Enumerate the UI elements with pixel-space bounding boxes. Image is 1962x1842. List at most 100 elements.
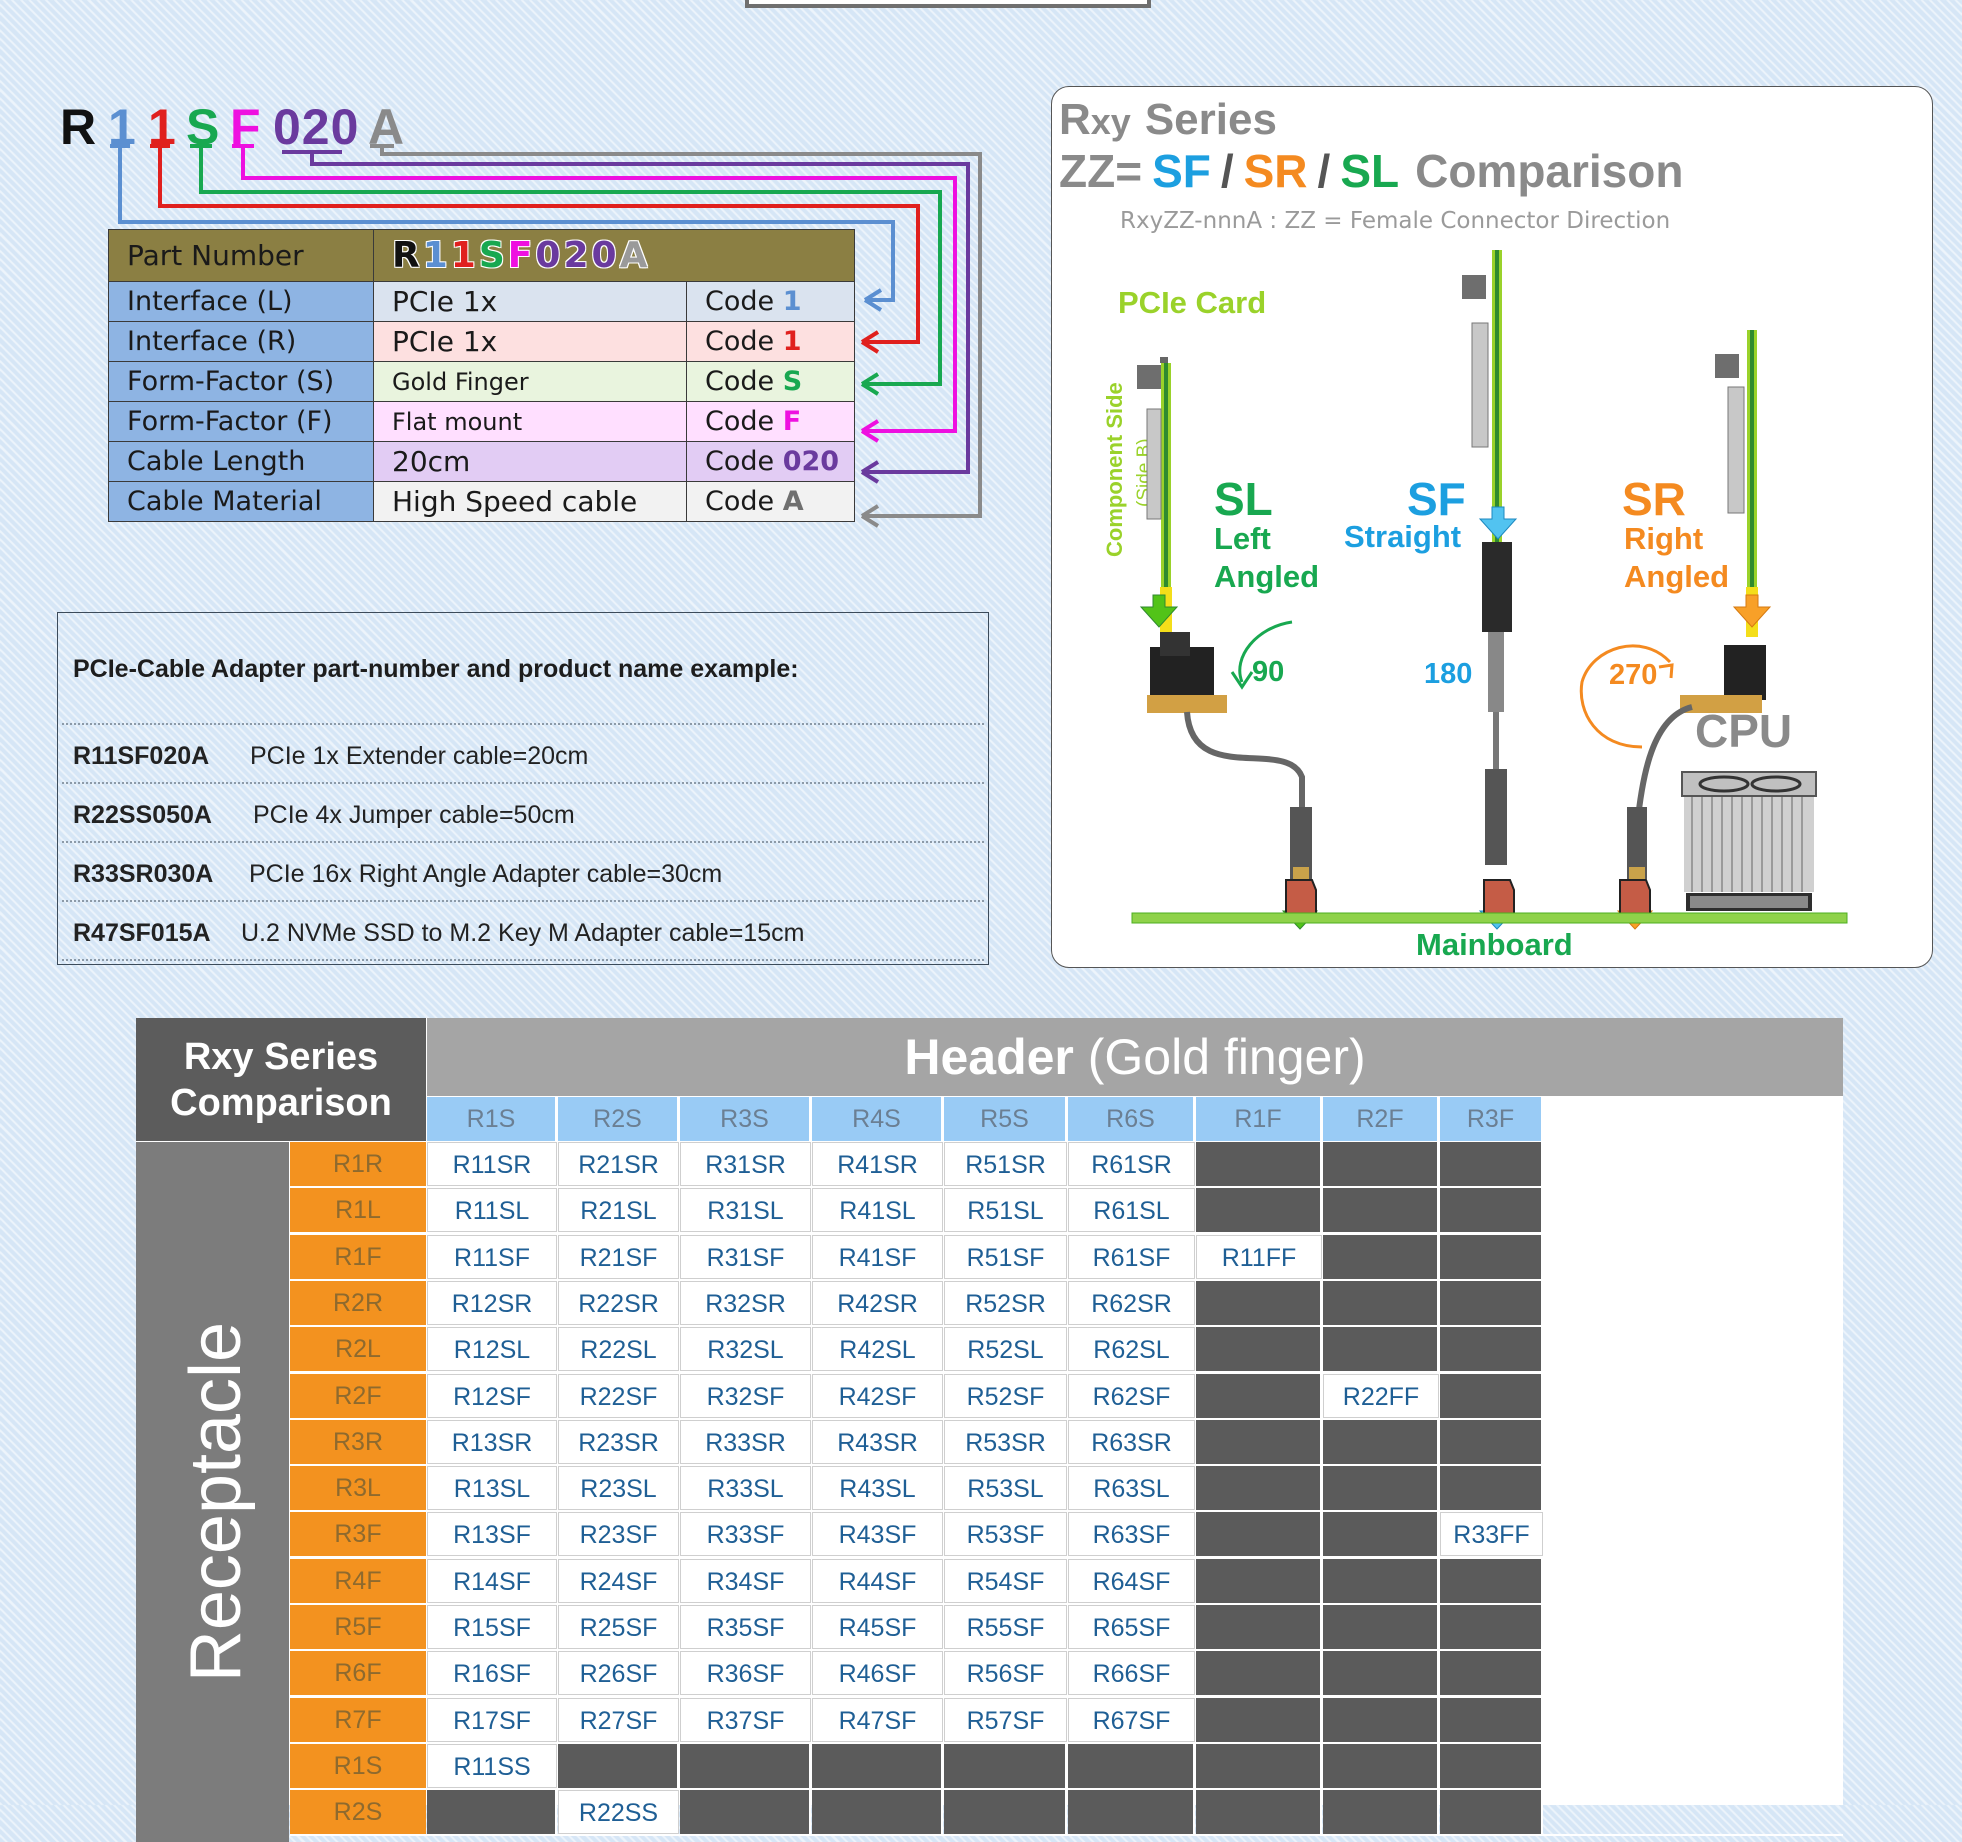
part-number-char: S: [478, 235, 508, 276]
table-header-row: Part Number R11SF020A: [108, 229, 855, 282]
model-cell: R61SF: [1068, 1234, 1195, 1279]
row-divider: [290, 1371, 1843, 1374]
empty-cell: [1323, 1512, 1439, 1557]
row-divider: [290, 1324, 1843, 1327]
empty-cell: [1323, 1743, 1439, 1788]
empty-cell: [558, 1743, 679, 1788]
empty-cell: [1440, 1466, 1543, 1511]
part-number-char: A: [619, 235, 651, 276]
empty-cell: [680, 1790, 811, 1835]
row-header: R7F: [290, 1697, 426, 1742]
column-header: R3F: [1440, 1097, 1543, 1141]
part-number-char: 1: [450, 235, 479, 276]
empty-cell: [1323, 1142, 1439, 1186]
table-row: Form-Factor (F) Flat mount Code F: [108, 401, 855, 442]
row-divider: [290, 1602, 1843, 1605]
model-cell: R57SF: [944, 1697, 1067, 1742]
sf-card: [1462, 250, 1518, 930]
example-part-number: R11SF020A: [73, 742, 210, 770]
empty-cell: [1323, 1790, 1439, 1835]
example-title: PCIe-Cable Adapter part-number and produ…: [73, 655, 799, 683]
model-cell: R41SR: [812, 1142, 943, 1186]
empty-cell: [1323, 1605, 1439, 1649]
example-row: R22SS050A PCIe 4x Jumper cable=50cm: [62, 782, 984, 842]
deg-180-label: 180: [1424, 658, 1472, 690]
model-cell: R12SL: [427, 1327, 557, 1372]
model-cell: R23SR: [558, 1419, 679, 1464]
row-header: R6F: [290, 1651, 426, 1696]
row-header: R3R: [290, 1419, 426, 1464]
model-cell: R43SR: [812, 1419, 943, 1464]
row-code: Code S: [686, 361, 855, 402]
model-cell: R32SL: [680, 1327, 811, 1372]
model-cell: R65SF: [1068, 1605, 1195, 1649]
code-prefix: Code: [705, 326, 775, 357]
code-value: A: [782, 486, 804, 517]
column-header: R3S: [680, 1097, 811, 1141]
part-number-value: R11SF020A: [373, 229, 855, 282]
model-cell: R44SF: [812, 1558, 943, 1603]
row-header: R2R: [290, 1280, 426, 1325]
title-r: R: [1059, 95, 1091, 144]
example-part-number: R33SR030A: [73, 860, 214, 888]
model-cell: R56SF: [944, 1651, 1067, 1696]
empty-cell: [1196, 1743, 1322, 1788]
empty-cell: [1440, 1327, 1543, 1372]
part-code-char: R: [60, 99, 98, 155]
row-code: Code F: [686, 401, 855, 442]
table-row: Interface (L) PCIe 1x Code 1: [108, 281, 855, 322]
row-header: R1F: [290, 1234, 426, 1279]
cpu-cooler: [1681, 771, 1817, 911]
part-number-label: Part Number: [108, 229, 374, 282]
model-cell: R27SF: [558, 1697, 679, 1742]
empty-cell: [1323, 1280, 1439, 1325]
empty-cell: [1440, 1605, 1543, 1649]
sr-arc: [1579, 644, 1672, 749]
model-cell: R43SL: [812, 1466, 943, 1511]
model-cell: R21SL: [558, 1188, 679, 1233]
sl-angled-label: Angled: [1214, 559, 1319, 594]
column-header: R1S: [427, 1097, 557, 1141]
sf-straight-label: Straight: [1344, 519, 1461, 554]
empty-cell: [1440, 1697, 1543, 1742]
empty-cell: [1440, 1142, 1543, 1186]
pcie-card-label: PCIe Card: [1118, 285, 1266, 320]
sf-code-label: SF: [1407, 473, 1466, 525]
row-code: Code 1: [686, 281, 855, 322]
model-cell: R13SF: [427, 1512, 557, 1557]
column-header: R5S: [944, 1097, 1067, 1141]
header-bold: Header: [904, 1029, 1074, 1085]
title-slash: /: [1221, 145, 1234, 197]
empty-cell: [1196, 1419, 1322, 1464]
model-cell: R53SL: [944, 1466, 1067, 1511]
code-value: S: [782, 366, 803, 397]
row-header: R1S: [290, 1743, 426, 1788]
row-divider: [290, 1278, 1843, 1281]
empty-cell: [1196, 1373, 1322, 1418]
cpu-label: CPU: [1695, 705, 1792, 757]
model-cell: R23SF: [558, 1512, 679, 1557]
receptacle-sl: [1285, 879, 1317, 915]
model-cell: R31SF: [680, 1234, 811, 1279]
code-prefix: Code: [705, 406, 775, 437]
code-arrows: [110, 144, 982, 528]
empty-cell: [1196, 1697, 1322, 1742]
row-header: R5F: [290, 1605, 426, 1649]
example-box: PCIe-Cable Adapter part-number and produ…: [57, 612, 989, 965]
row-value: PCIe 1x: [373, 321, 687, 362]
model-cell: R33SR: [680, 1419, 811, 1464]
model-cell: R33SL: [680, 1466, 811, 1511]
model-cell: R11SS: [427, 1743, 557, 1788]
row-header: R3L: [290, 1466, 426, 1511]
row-divider: [290, 1232, 1843, 1235]
receptacle-side: Receptacle: [136, 1142, 289, 1842]
divider: [62, 959, 984, 961]
column-header: R2F: [1323, 1097, 1439, 1141]
part-number-char: 0: [591, 235, 620, 276]
model-cell: R51SL: [944, 1188, 1067, 1233]
empty-cell: [812, 1790, 943, 1835]
model-cell: R14SF: [427, 1558, 557, 1603]
row-value: High Speed cable: [373, 481, 687, 522]
